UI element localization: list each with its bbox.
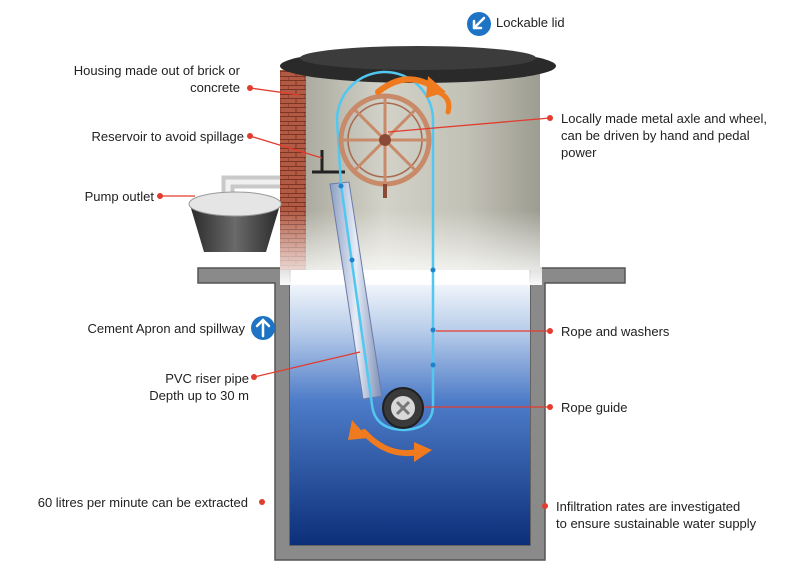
bucket [190, 205, 280, 252]
pointer-dots [157, 85, 553, 509]
label-pvc-line1: PVC riser pipe [165, 371, 249, 386]
pump-outlet [188, 175, 282, 252]
wheel [338, 93, 432, 198]
label-infiltration-line2: to ensure sustainable water supply [556, 516, 757, 531]
arrow-up-icon [251, 316, 275, 340]
motion-arrows [348, 76, 452, 462]
label-axle-line1: Locally made metal axle and wheel, [561, 111, 767, 126]
label-lockable-lid: Lockable lid [496, 15, 565, 30]
label-apron: Cement Apron and spillway [87, 321, 245, 336]
label-rope-washers: Rope and washers [561, 324, 670, 339]
label-housing-line1: Housing made out of brick or [73, 63, 240, 78]
label-pump-outlet: Pump outlet [84, 189, 154, 204]
label-pvc-line2: Depth up to 30 m [149, 388, 249, 403]
pointer-lines [160, 87, 551, 408]
rope-guide [382, 387, 424, 429]
label-reservoir: Reservoir to avoid spillage [91, 129, 244, 144]
arrow-down-left-icon [467, 12, 491, 36]
label-axle-line2: can be driven by hand and pedal [561, 128, 750, 143]
label-axle-line3: power [561, 145, 597, 160]
housing [280, 46, 556, 285]
label-extraction: 60 litres per minute can be extracted [37, 495, 248, 510]
label-infiltration-line1: Infiltration rates are investigated [556, 499, 741, 514]
rope [335, 70, 436, 432]
label-housing-line2: concrete [190, 80, 240, 95]
label-rope-guide: Rope guide [561, 400, 628, 415]
